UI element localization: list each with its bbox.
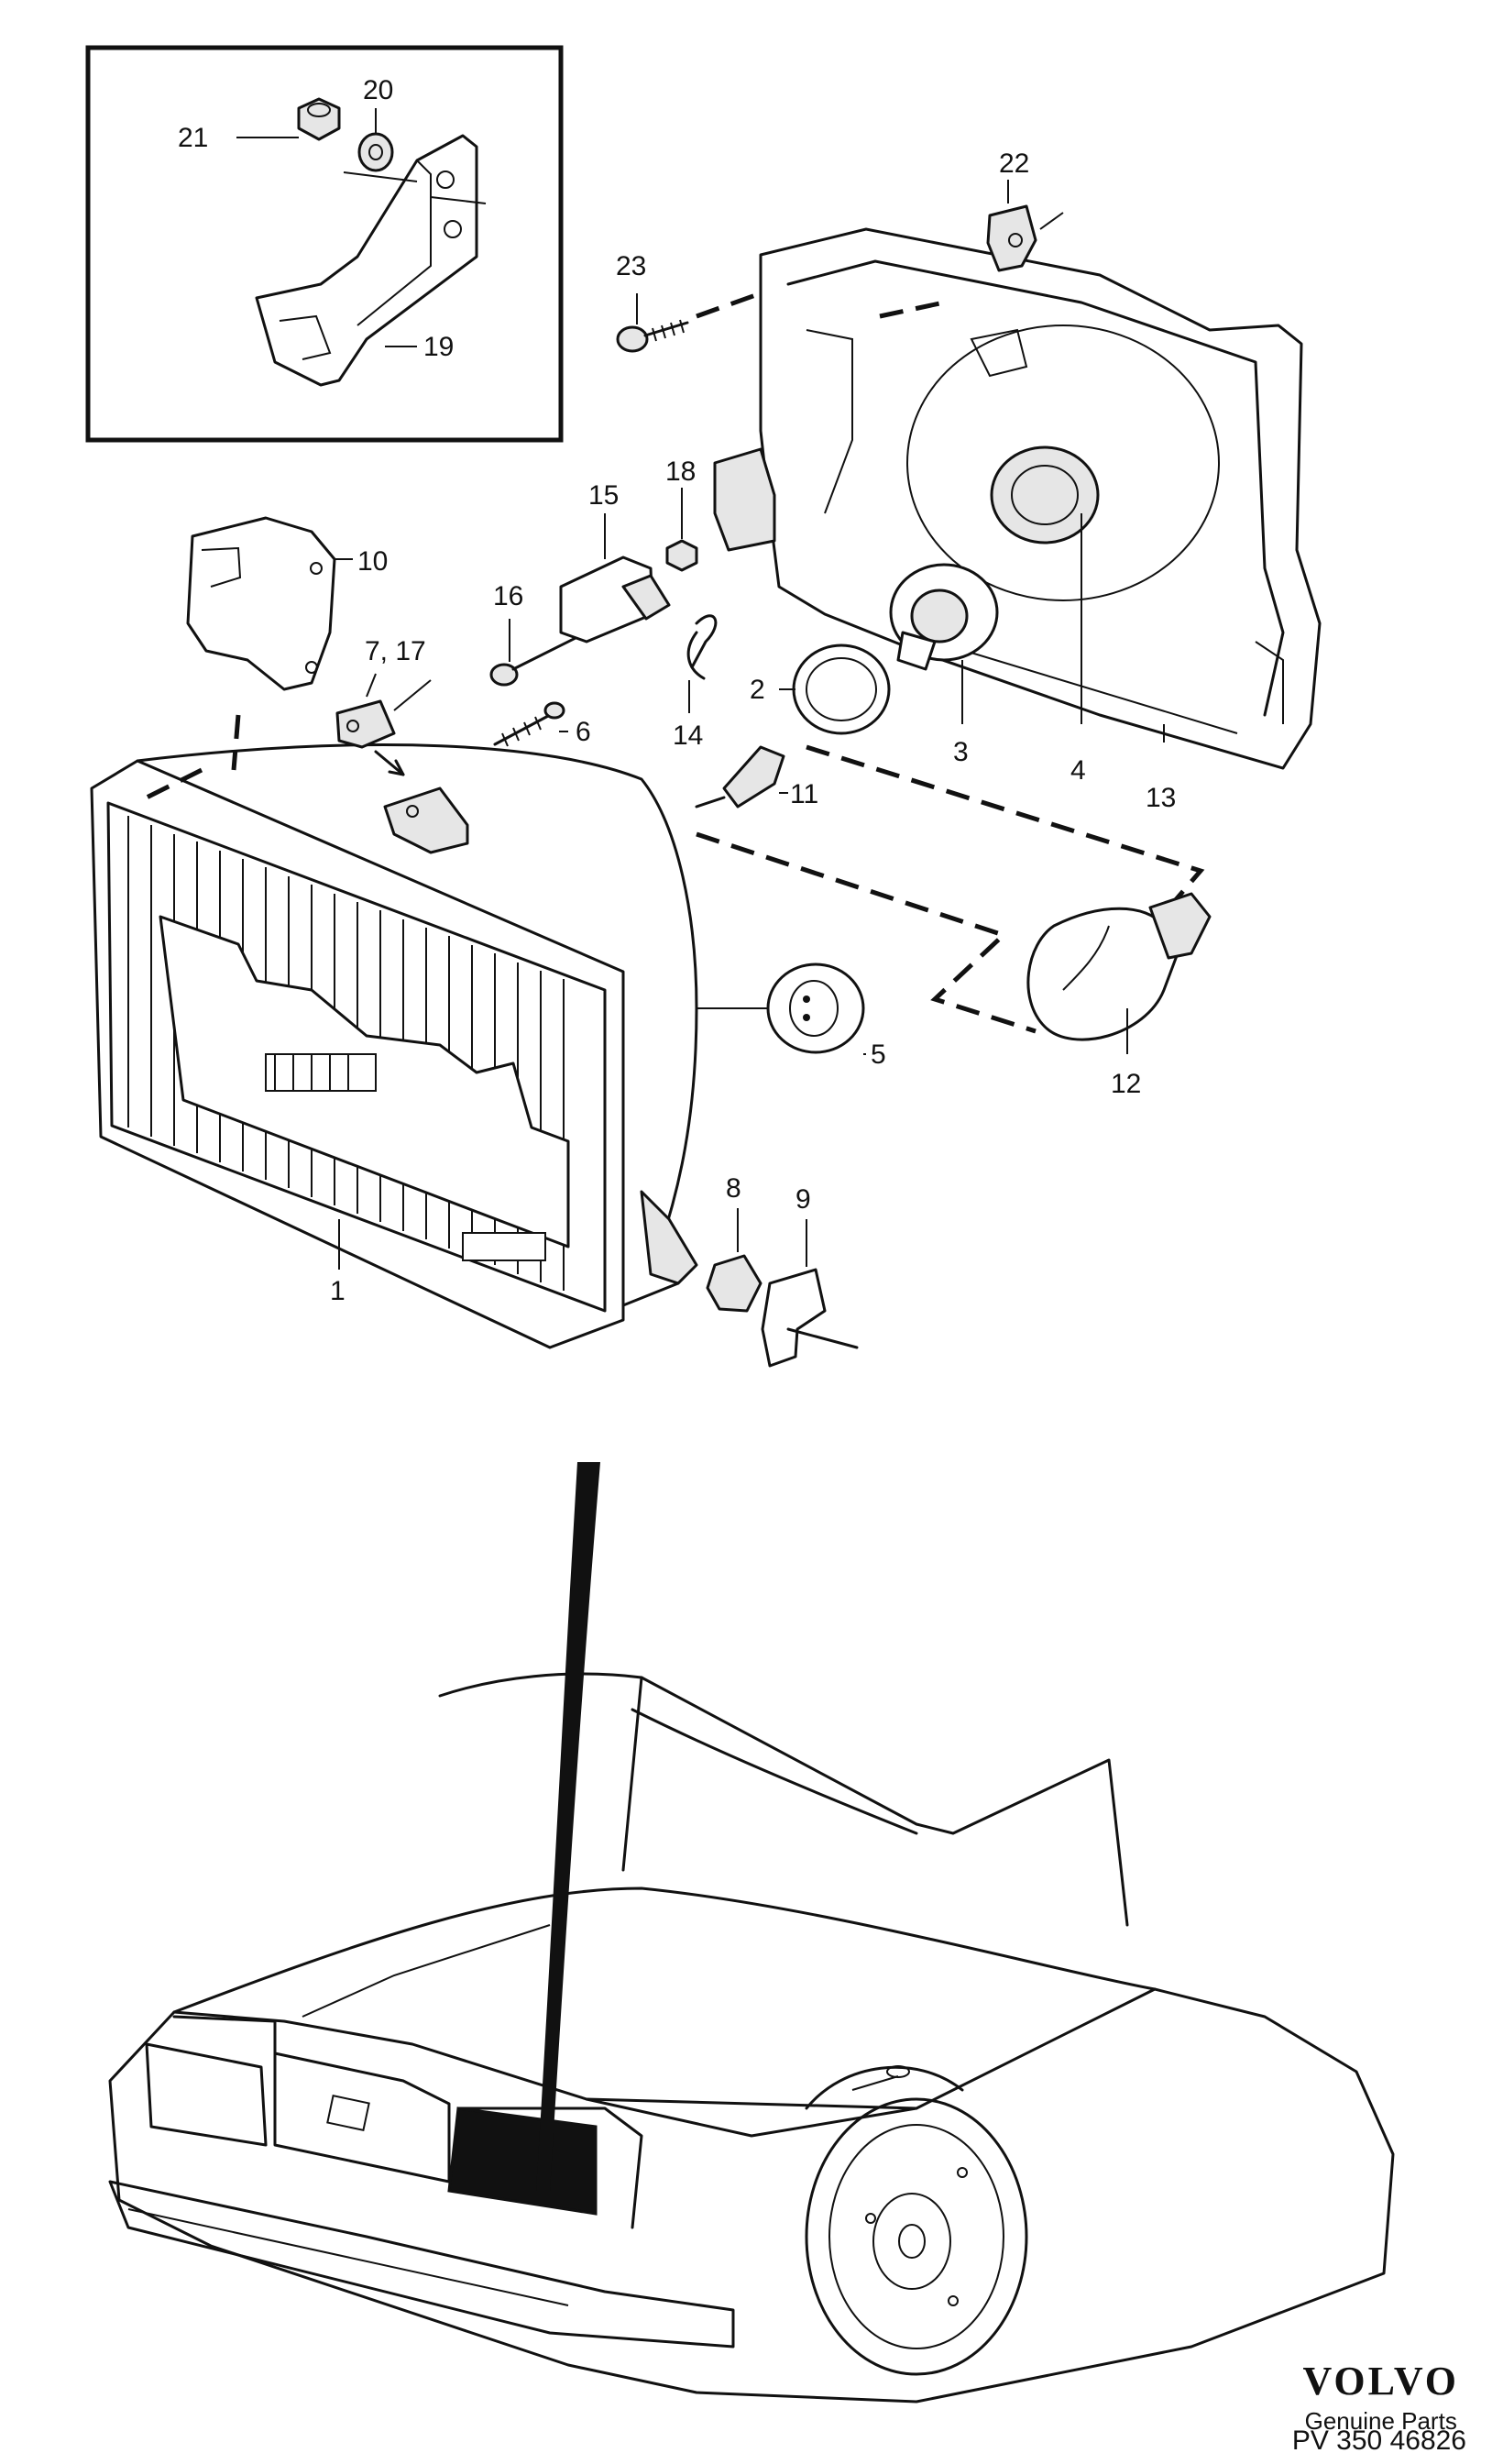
volvo-logo: VOLVO	[1302, 2359, 1459, 2404]
connector-11: 11	[695, 745, 818, 809]
bracket-10: 10	[145, 516, 388, 800]
highlighted-headlamp	[447, 2106, 598, 2216]
bulb-12: 12	[1026, 892, 1212, 1099]
label-6: 6	[576, 717, 591, 747]
reflector-unit-1: 1	[90, 743, 698, 1349]
socket-boss-4	[990, 446, 1100, 544]
bulb-path-lines	[696, 744, 1205, 1034]
clip-22: 22	[986, 148, 1064, 272]
nut-8: 8	[706, 1173, 762, 1313]
screw-23: 23	[616, 251, 945, 353]
label-8: 8	[726, 1173, 741, 1204]
label-14: 14	[673, 720, 703, 751]
label-16: 16	[493, 581, 523, 611]
car-location-illustration	[108, 1462, 1395, 2404]
label-10: 10	[357, 546, 388, 577]
label-22: 22	[999, 148, 1029, 179]
label-9: 9	[795, 1184, 811, 1215]
label-7-17: 7, 17	[365, 636, 426, 666]
brand-subtitle: Genuine Parts	[1304, 2407, 1457, 2435]
adjuster-motor-15: 15	[559, 480, 671, 644]
washer-20	[357, 132, 394, 172]
cover-cap-5: 5	[697, 962, 886, 1070]
label-4: 4	[1070, 755, 1086, 786]
nut-18: 18	[665, 456, 698, 572]
location-pointer	[536, 1462, 600, 2191]
adjuster-7-17: 7, 17	[335, 636, 432, 776]
bracket-19	[255, 134, 478, 387]
label-2: 2	[750, 675, 765, 705]
nut-21	[297, 97, 341, 141]
bracket-inset: 21 20 19	[85, 45, 564, 443]
label-23: 23	[616, 251, 646, 281]
label-5: 5	[871, 1040, 886, 1070]
clip-9: 9	[761, 1184, 859, 1368]
label-15: 15	[588, 480, 619, 511]
label-20: 20	[363, 75, 393, 105]
label-1: 1	[330, 1276, 346, 1306]
label-13: 13	[1146, 783, 1176, 813]
retaining-ring-2: 2	[750, 644, 891, 735]
label-21: 21	[178, 123, 208, 153]
brand-block: VOLVO Genuine Parts	[1302, 2361, 1459, 2436]
label-3: 3	[953, 737, 969, 767]
label-12: 12	[1111, 1069, 1141, 1099]
label-19: 19	[423, 332, 454, 362]
screw-6: 6	[493, 701, 591, 747]
reference-number: PV 350 46826	[1291, 2426, 1466, 2456]
label-11: 11	[790, 779, 818, 809]
label-18: 18	[665, 456, 696, 487]
spring-clip-14: 14	[673, 614, 718, 751]
bulb-holder-3: 3	[889, 563, 999, 767]
